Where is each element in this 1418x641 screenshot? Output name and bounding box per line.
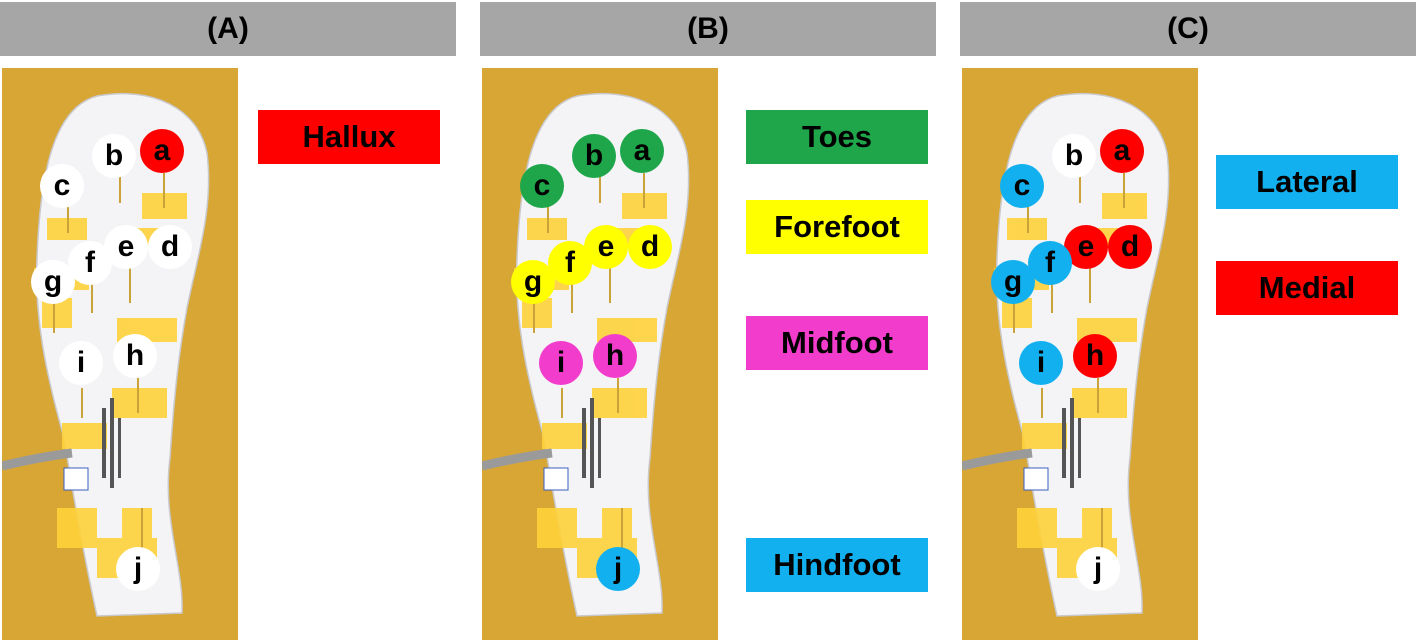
sensor-point-b: b	[92, 134, 136, 178]
university-logo-mark	[102, 398, 121, 488]
legend-toes: Toes	[746, 110, 928, 164]
sensor-point-d: d	[148, 225, 192, 269]
sensor-point-j: j	[116, 547, 160, 591]
panel-title: (B)	[480, 2, 936, 56]
sensor-point-f: f	[68, 241, 112, 285]
sensor-point-j: j	[1076, 547, 1120, 591]
insole-photo	[2, 68, 238, 640]
insole-photo	[962, 68, 1198, 640]
legend-forefoot: Forefoot	[746, 200, 928, 254]
sensor-point-i: i	[539, 341, 583, 385]
legend-medial: Medial	[1216, 261, 1398, 315]
sensor-point-h: h	[113, 334, 157, 378]
panel-a: (A)	[0, 0, 456, 641]
sensor-point-c: c	[1000, 164, 1044, 208]
legend-lateral: Lateral	[1216, 155, 1398, 209]
panel-b: (B)	[480, 0, 936, 641]
sensor-point-b: b	[1052, 134, 1096, 178]
sensor-point-e: e	[1064, 225, 1108, 269]
panel-c: (C)	[960, 0, 1416, 641]
connector-tag	[63, 467, 89, 491]
sensor-point-a: a	[1100, 129, 1144, 173]
sensor-point-a: a	[140, 129, 184, 173]
legend-hallux: Hallux	[258, 110, 440, 164]
sensor-point-j: j	[596, 547, 640, 591]
sensor-point-e: e	[104, 225, 148, 269]
sensor-point-g: g	[991, 260, 1035, 304]
sensor-point-c: c	[520, 164, 564, 208]
sensor-point-h: h	[593, 334, 637, 378]
connector-tag	[543, 467, 569, 491]
university-logo-mark	[1062, 398, 1081, 488]
connector-tag	[1023, 467, 1049, 491]
ribbon-cable	[482, 448, 553, 471]
sensor-point-g: g	[511, 260, 555, 304]
sensor-point-h: h	[1073, 334, 1117, 378]
ribbon-cable	[962, 448, 1033, 471]
ribbon-cable	[2, 448, 73, 471]
sensor-point-f: f	[1028, 241, 1072, 285]
sensor-point-a: a	[620, 129, 664, 173]
panel-title: (A)	[0, 2, 456, 56]
sensor-point-d: d	[628, 225, 672, 269]
university-logo-mark	[582, 398, 601, 488]
sensor-point-d: d	[1108, 225, 1152, 269]
legend-hindfoot: Hindfoot	[746, 538, 928, 592]
sensor-point-b: b	[572, 134, 616, 178]
legend-midfoot: Midfoot	[746, 316, 928, 370]
sensor-point-i: i	[1019, 341, 1063, 385]
panel-title: (C)	[960, 2, 1416, 56]
sensor-point-i: i	[59, 341, 103, 385]
sensor-point-f: f	[548, 241, 592, 285]
sensor-point-c: c	[40, 164, 84, 208]
sensor-point-g: g	[31, 260, 75, 304]
